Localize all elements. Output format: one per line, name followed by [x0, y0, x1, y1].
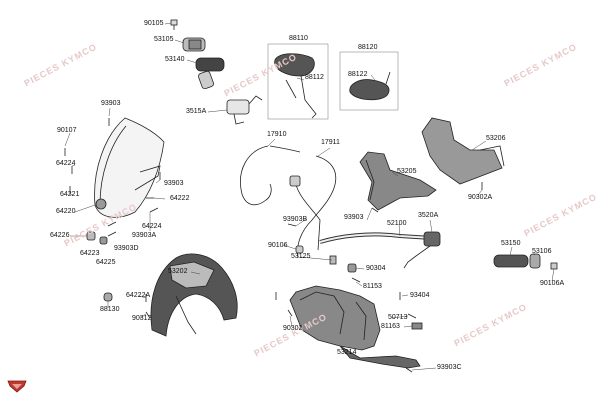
part-label: 53214	[337, 349, 357, 356]
cover-53206	[421, 117, 505, 185]
part-label: 93903C	[437, 364, 462, 371]
handlebar-52100	[289, 175, 433, 251]
part-label: 64225	[96, 259, 116, 266]
part-label: 53106	[532, 248, 552, 255]
switch-3515A	[226, 95, 263, 125]
cover-53202	[150, 253, 238, 337]
part-label: 90106A	[540, 280, 565, 287]
part-label: 93903	[164, 180, 184, 187]
part-label: 17910	[267, 131, 287, 138]
part-label: 53206	[486, 135, 506, 142]
mirror-88120	[339, 51, 399, 111]
part-label: 93903B	[283, 216, 308, 223]
part-label: 88112	[305, 74, 324, 81]
cable-17911	[297, 155, 337, 259]
part-label: 53125	[291, 253, 311, 260]
part-label: 81153	[363, 283, 382, 290]
part-label: 64221	[60, 191, 80, 198]
part-label: 64224	[56, 160, 76, 167]
part-label: 88120	[358, 44, 378, 51]
part-label: 64222	[170, 195, 190, 202]
part-label: 93903D	[114, 245, 139, 252]
part-label: 3515A	[186, 108, 207, 115]
part-label: 53202	[168, 268, 188, 275]
part-label: 50713	[388, 314, 408, 321]
cable-17910	[240, 145, 301, 206]
grip-53150	[493, 253, 558, 270]
part-label: 88110	[289, 35, 308, 42]
small-fasteners	[103, 182, 483, 373]
grip-53140	[195, 57, 225, 90]
part-label: 90107	[57, 127, 77, 134]
part-label: 93404	[410, 292, 430, 299]
small-bolts-windscreen	[64, 118, 161, 245]
part-label: 3520A	[418, 212, 439, 219]
part-label: 53205	[397, 168, 417, 175]
part-label: 64220	[56, 208, 76, 215]
part-label: 53140	[165, 56, 185, 63]
screw-90105	[170, 19, 178, 30]
part-label: 81163	[381, 323, 400, 330]
part-label: 64226	[50, 232, 70, 239]
weight-53105	[182, 37, 206, 52]
cover-53214	[289, 285, 421, 369]
windscreen-64220	[94, 117, 165, 218]
part-label: 90302	[283, 325, 303, 332]
part-label: 88130	[100, 306, 120, 313]
part-label: 90106	[268, 242, 288, 249]
leader-lines	[64, 22, 555, 371]
part-label: 52100	[387, 220, 407, 227]
part-label: 90312	[132, 315, 152, 322]
part-label: 64224	[142, 223, 162, 230]
part-label: 64223	[80, 250, 100, 257]
part-label: 93903	[344, 214, 364, 221]
cover-53205	[359, 151, 437, 211]
part-label: 17911	[321, 139, 340, 146]
brand-emblem-icon	[7, 380, 27, 393]
part-label: 90302A	[468, 194, 493, 201]
part-label: 90105	[144, 20, 164, 27]
part-label: 93903	[101, 100, 121, 107]
part-label: 93903A	[132, 232, 157, 239]
part-label: 53105	[154, 36, 174, 43]
part-label: 90304	[366, 265, 386, 272]
part-label: 53150	[501, 240, 521, 247]
part-label: 88122	[348, 71, 368, 78]
mirror-88110	[267, 43, 329, 120]
part-label: 64222A	[126, 292, 151, 299]
